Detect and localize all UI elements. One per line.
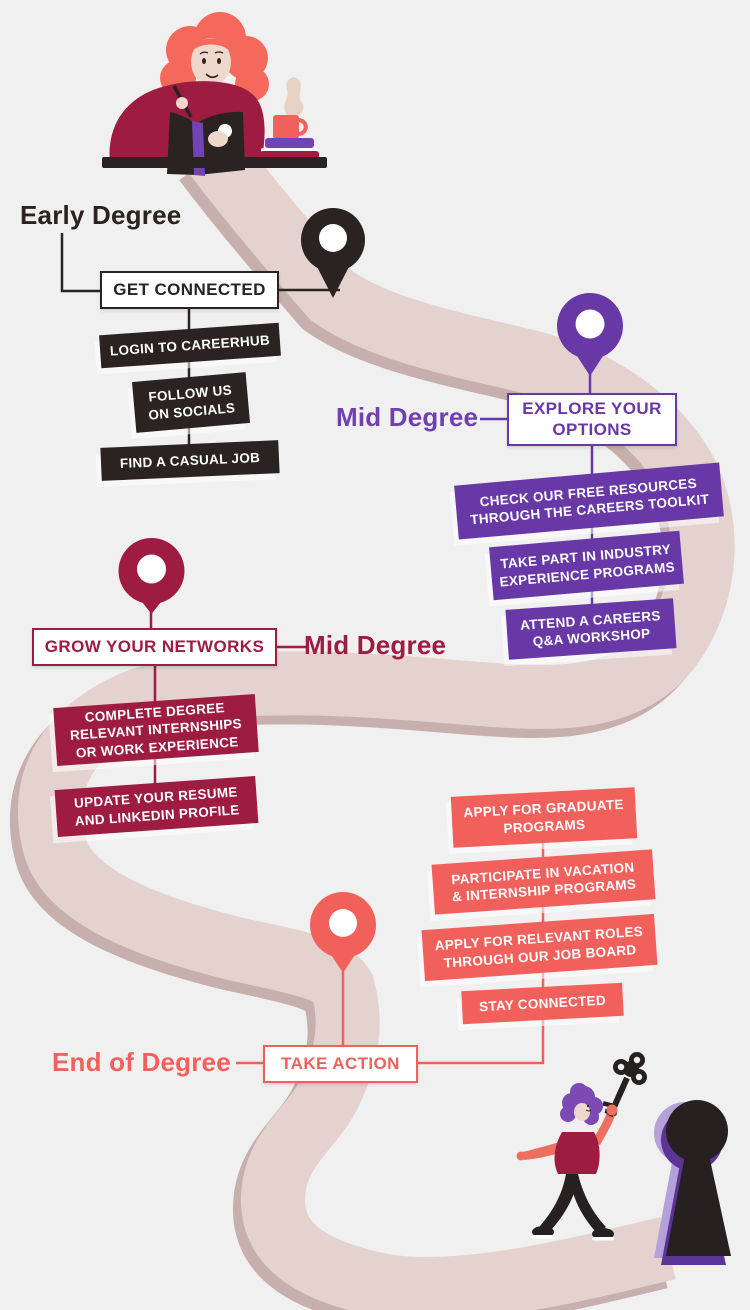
early-label-connector bbox=[60, 233, 100, 293]
item-apply-graduate-programs: APPLY FOR GRADUATE PROGRAMS bbox=[450, 787, 638, 848]
face bbox=[574, 1103, 590, 1121]
item-follow-us-on-socials: FOLLOW US ON SOCIALS bbox=[131, 372, 251, 433]
coffee-steam bbox=[284, 77, 304, 117]
hand bbox=[208, 131, 228, 147]
shirt bbox=[554, 1132, 600, 1174]
coffee-mug bbox=[273, 115, 308, 139]
heading-grow-your-networks: GROW YOUR NETWORKS bbox=[32, 628, 277, 666]
map-pin-icon bbox=[557, 293, 623, 376]
graduate-with-key-illustration bbox=[516, 1052, 731, 1265]
desk bbox=[102, 157, 327, 168]
pants bbox=[540, 1174, 606, 1234]
student-studying-illustration bbox=[102, 12, 327, 176]
heading-take-action: TAKE ACTION bbox=[263, 1045, 418, 1083]
face bbox=[191, 38, 231, 86]
coral-items-connector bbox=[417, 842, 545, 1065]
heading-explore-your-options: EXPLORE YOUR OPTIONS bbox=[507, 393, 677, 446]
map-pin-icon bbox=[118, 538, 185, 614]
keyhole-door bbox=[666, 1100, 731, 1256]
stage-label-early-degree: Early Degree bbox=[20, 200, 182, 230]
stage-label-end-of-degree: End of Degree bbox=[52, 1047, 231, 1077]
stage-label-mid-degree-explore: Mid Degree bbox=[336, 402, 479, 432]
smile bbox=[205, 73, 219, 79]
graduate-person bbox=[516, 1052, 647, 1241]
stage-label-mid-degree-grow: Mid Degree bbox=[304, 630, 447, 660]
map-pin-icon bbox=[310, 892, 376, 973]
map-pin-icon bbox=[301, 208, 365, 298]
heading-get-connected: GET CONNECTED bbox=[100, 271, 279, 309]
shoes bbox=[532, 1226, 614, 1241]
